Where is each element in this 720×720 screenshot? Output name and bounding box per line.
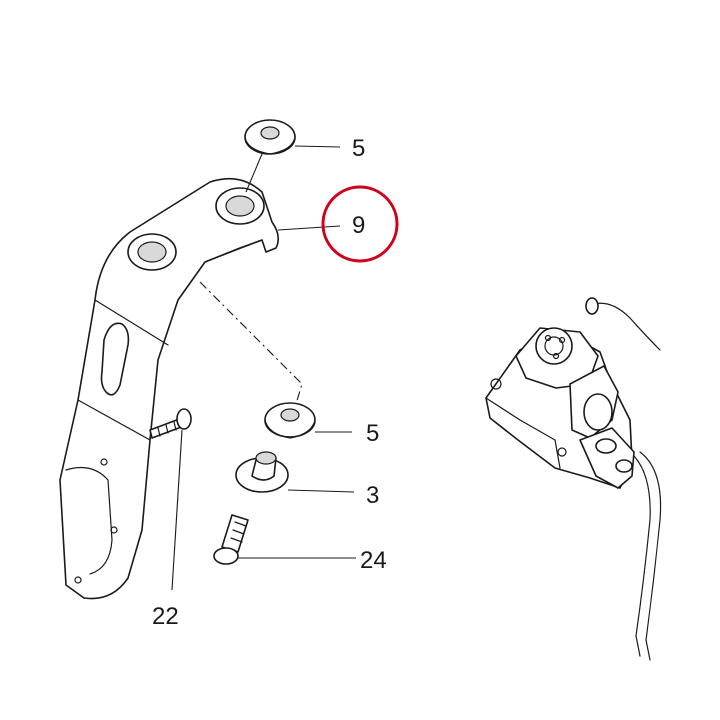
bolt-part xyxy=(213,514,356,565)
callout-24: 24 xyxy=(360,547,387,574)
assembly-axis-line xyxy=(199,281,303,405)
highlight-circle xyxy=(321,185,399,263)
callout-5-lower: 5 xyxy=(366,420,379,447)
screw-part xyxy=(149,408,192,591)
callout-5-top: 5 xyxy=(352,135,365,162)
sleeve-part xyxy=(235,451,355,493)
bracket-part xyxy=(59,177,280,600)
washer-top xyxy=(244,119,341,193)
callout-22: 22 xyxy=(152,603,179,630)
actuator-assembly xyxy=(485,297,662,661)
leader-9 xyxy=(277,225,341,231)
callout-3: 3 xyxy=(366,482,379,509)
callout-9: 9 xyxy=(352,212,365,239)
washer-lower xyxy=(264,402,352,439)
